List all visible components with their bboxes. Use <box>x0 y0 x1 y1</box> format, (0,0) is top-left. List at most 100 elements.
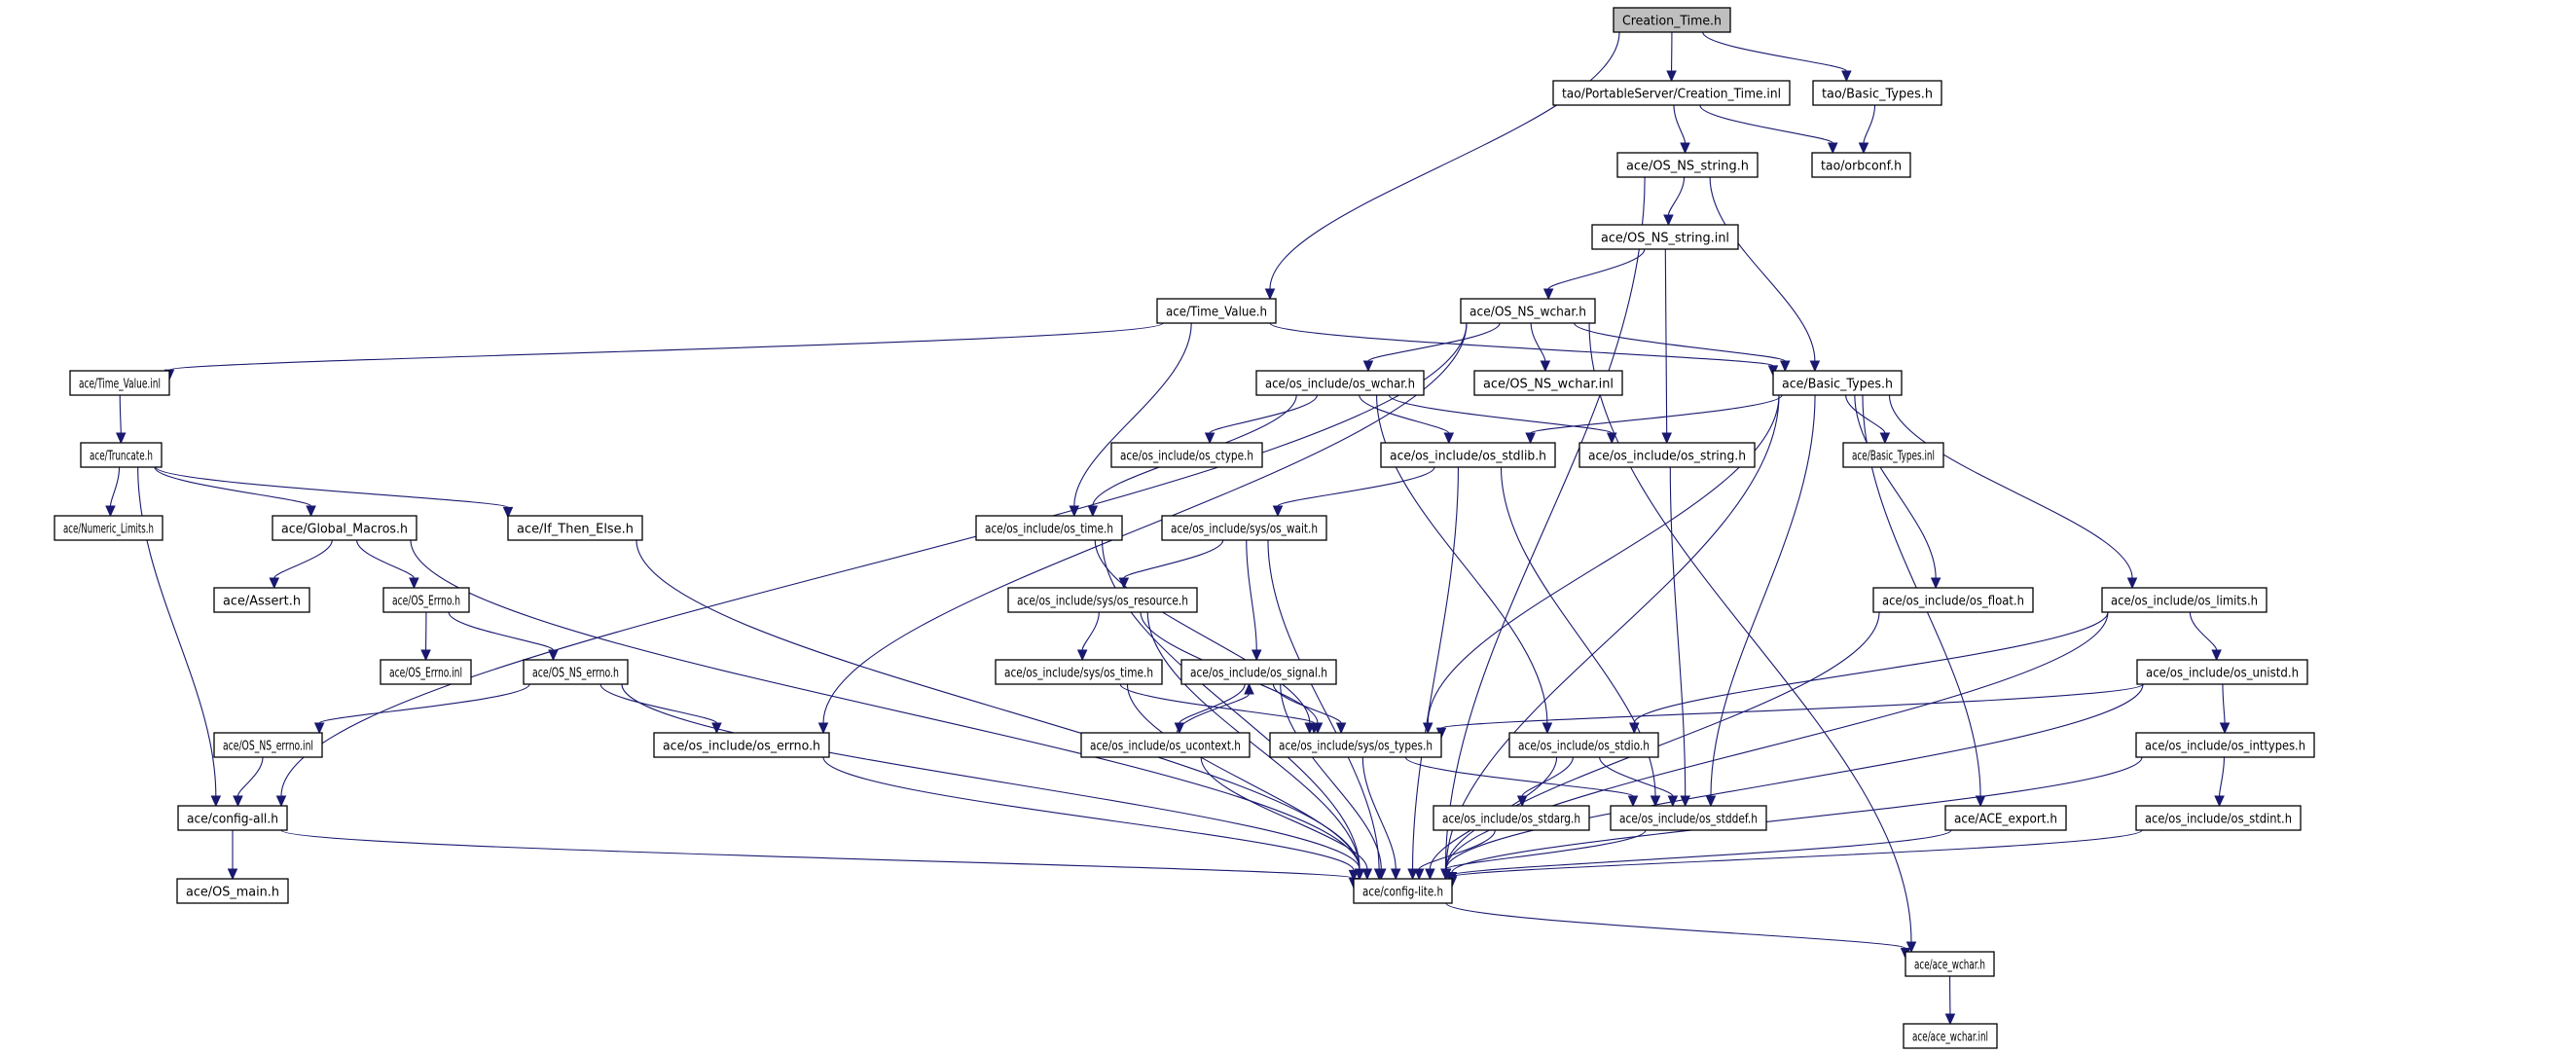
file-node[interactable]: ace/Basic_Types.inl <box>1842 442 1944 468</box>
file-node[interactable]: ace/ACE_export.h <box>1944 805 2067 831</box>
node-box[interactable] <box>380 659 472 685</box>
node-box[interactable] <box>213 732 323 758</box>
file-node[interactable]: ace/os_include/os_inttypes.h <box>2135 732 2315 758</box>
node-box[interactable] <box>1842 442 1944 468</box>
node-box[interactable] <box>975 515 1123 541</box>
file-node[interactable]: ace/config-lite.h <box>1353 878 1453 904</box>
root-node[interactable]: Creation_Time.h <box>1613 7 1731 33</box>
file-node[interactable]: ace/OS_NS_errno.inl <box>213 732 323 758</box>
file-node[interactable]: ace/os_include/os_limits.h <box>2101 587 2268 613</box>
file-node[interactable]: ace/Time_Value.inl <box>69 370 170 396</box>
node-box[interactable] <box>1616 152 1759 178</box>
node-box[interactable] <box>1613 7 1731 33</box>
file-node[interactable]: ace/os_include/os_string.h <box>1578 442 1756 468</box>
node-box[interactable] <box>1460 298 1596 324</box>
file-node[interactable]: ace/os_include/sys/os_resource.h <box>1007 587 1198 613</box>
file-node[interactable]: ace/Global_Macros.h <box>272 515 417 541</box>
file-node[interactable]: ace/os_include/os_time.h <box>975 515 1123 541</box>
file-node[interactable]: ace/Time_Value.h <box>1156 298 1277 324</box>
node-box[interactable] <box>69 370 170 396</box>
file-node[interactable]: ace/OS_NS_wchar.h <box>1460 298 1596 324</box>
node-box[interactable] <box>2136 659 2308 685</box>
node-box[interactable] <box>213 587 310 613</box>
file-node[interactable]: ace/os_include/os_float.h <box>1872 587 2034 613</box>
file-node[interactable]: tao/orbconf.h <box>1811 152 1911 178</box>
file-node[interactable]: ace/OS_NS_string.h <box>1616 152 1759 178</box>
file-node[interactable]: ace/Truncate.h <box>80 442 163 468</box>
node-box[interactable] <box>1811 152 1911 178</box>
node-box[interactable] <box>1380 442 1556 468</box>
file-node[interactable]: ace/OS_Errno.h <box>382 587 470 613</box>
dependency-edge <box>1264 31 1620 301</box>
node-box[interactable] <box>1552 80 1791 106</box>
file-node[interactable]: ace/os_include/os_stdarg.h <box>1433 805 1590 831</box>
node-box[interactable] <box>272 515 417 541</box>
node-box[interactable] <box>1080 732 1251 758</box>
node-box[interactable] <box>176 878 289 904</box>
node-box[interactable] <box>1161 515 1327 541</box>
file-node[interactable]: ace/os_include/os_signal.h <box>1180 659 1337 685</box>
node-box[interactable] <box>1110 442 1263 468</box>
file-node[interactable]: ace/os_include/os_stddef.h <box>1610 805 1767 831</box>
node-box[interactable] <box>1255 370 1425 396</box>
file-node[interactable]: ace/os_include/sys/os_time.h <box>995 659 1163 685</box>
node-box[interactable] <box>177 805 288 831</box>
dependency-edge <box>269 539 333 590</box>
node-box[interactable] <box>1007 587 1198 613</box>
file-node[interactable]: ace/OS_main.h <box>176 878 289 904</box>
file-node[interactable]: ace/OS_NS_errno.h <box>523 659 629 685</box>
file-node[interactable]: ace/Numeric_Limits.h <box>54 515 163 541</box>
file-node[interactable]: ace/OS_NS_string.inl <box>1591 224 1739 250</box>
node-box[interactable] <box>1812 80 1942 106</box>
node-box[interactable] <box>1156 298 1277 324</box>
node-box[interactable] <box>1591 224 1739 250</box>
node-box[interactable] <box>2101 587 2268 613</box>
file-node[interactable]: ace/Assert.h <box>213 587 310 613</box>
dependency-edge <box>1069 322 1192 518</box>
node-box[interactable] <box>1508 732 1659 758</box>
file-node[interactable]: tao/Basic_Types.h <box>1812 80 1942 106</box>
file-node[interactable]: ace/config-all.h <box>177 805 288 831</box>
file-node[interactable]: ace/If_Then_Else.h <box>507 515 643 541</box>
node-box[interactable] <box>1772 370 1903 396</box>
dependency-edge <box>2189 611 2222 662</box>
node-box[interactable] <box>1180 659 1337 685</box>
node-box[interactable] <box>1903 1023 1998 1049</box>
node-box[interactable] <box>995 659 1163 685</box>
file-node[interactable]: ace/os_include/os_unistd.h <box>2136 659 2308 685</box>
node-box[interactable] <box>523 659 629 685</box>
arrowhead-icon <box>2211 649 2222 662</box>
file-node[interactable]: ace/os_include/sys/os_wait.h <box>1161 515 1327 541</box>
node-box[interactable] <box>2135 805 2302 831</box>
node-box[interactable] <box>1944 805 2067 831</box>
file-node[interactable]: ace/OS_Errno.inl <box>380 659 472 685</box>
file-node[interactable]: tao/PortableServer/Creation_Time.inl <box>1552 80 1791 106</box>
file-node[interactable]: ace/os_include/os_ctype.h <box>1110 442 1263 468</box>
node-box[interactable] <box>1353 878 1453 904</box>
file-node[interactable]: ace/ace_wchar.inl <box>1903 1023 1998 1049</box>
node-box[interactable] <box>1610 805 1767 831</box>
node-box[interactable] <box>2135 732 2315 758</box>
node-box[interactable] <box>54 515 163 541</box>
node-box[interactable] <box>1905 951 1995 977</box>
node-box[interactable] <box>507 515 643 541</box>
file-node[interactable]: ace/os_include/os_stdint.h <box>2135 805 2302 831</box>
node-box[interactable] <box>382 587 470 613</box>
file-node[interactable]: ace/os_include/os_stdio.h <box>1508 732 1659 758</box>
file-node[interactable]: ace/os_include/os_stdlib.h <box>1380 442 1556 468</box>
node-box[interactable] <box>1578 442 1756 468</box>
file-node[interactable]: ace/os_include/os_ucontext.h <box>1080 732 1251 758</box>
node-box[interactable] <box>1872 587 2034 613</box>
file-node[interactable]: ace/OS_NS_wchar.inl <box>1473 370 1623 396</box>
node-box[interactable] <box>1473 370 1623 396</box>
arrowhead-icon <box>548 649 559 662</box>
file-node[interactable]: ace/os_include/os_wchar.h <box>1255 370 1425 396</box>
file-node[interactable]: ace/os_include/sys/os_types.h <box>1269 732 1442 758</box>
node-box[interactable] <box>1269 732 1442 758</box>
node-box[interactable] <box>1433 805 1590 831</box>
file-node[interactable]: ace/os_include/os_errno.h <box>653 732 830 758</box>
file-node[interactable]: ace/ace_wchar.h <box>1905 951 1995 977</box>
file-node[interactable]: ace/Basic_Types.h <box>1772 370 1903 396</box>
node-box[interactable] <box>653 732 830 758</box>
node-box[interactable] <box>80 442 163 468</box>
